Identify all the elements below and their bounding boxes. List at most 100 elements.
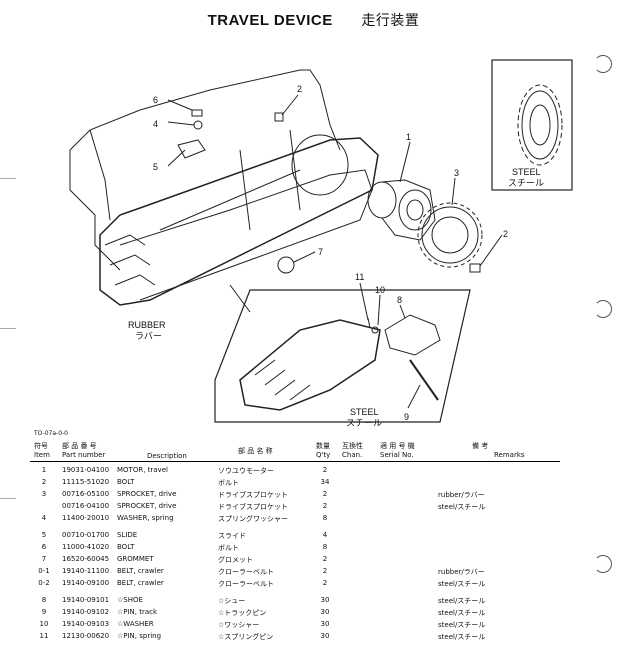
margin-mark (0, 498, 16, 499)
cell-remarks: rubber/ラバー (438, 491, 485, 499)
callout: 7 (318, 247, 323, 257)
cell-jp: クローラーベルト (218, 568, 274, 576)
table-row: 8 19140-09101 ☆SHOE ☆シュー 30 steel/スチール (0, 596, 627, 606)
cell-jp: スプリングワッシャー (218, 515, 288, 523)
cell-qty: 8 (322, 543, 328, 551)
callout: 10 (375, 285, 385, 295)
shoe-part (384, 314, 441, 356)
cell-desc: ☆WASHER (117, 620, 154, 628)
cell-jp: ボルト (218, 479, 239, 487)
header-divider (30, 461, 560, 462)
cell-jp: ☆トラックピン (218, 609, 267, 617)
cell-qty: 2 (322, 579, 328, 587)
cell-desc: ☆PIN, track (117, 608, 158, 616)
table-row: 9 19140-09102 ☆PIN, track ☆トラックピン 30 steel/スチ… (0, 608, 627, 618)
cell-part: 12130-00620 (62, 632, 110, 640)
cell-qty: 2 (322, 555, 328, 563)
cell-desc: ☆PIN, spring (117, 632, 162, 640)
cell-item: 2 (41, 478, 47, 486)
cell-qty: 2 (322, 567, 328, 575)
track-pin (409, 359, 439, 401)
cell-qty: 8 (322, 514, 328, 522)
table-row: 7 16520-60045 GROMMET グロメット 2 (0, 555, 627, 565)
callout: 2 (503, 229, 508, 239)
cell-part: 11115-51020 (62, 478, 110, 486)
title-jp: 走行装置 (361, 13, 420, 29)
callout: 3 (454, 168, 459, 178)
cell-desc: BELT, crawler (117, 579, 164, 587)
steel-track-box (214, 289, 471, 423)
callout: 6 (153, 95, 158, 105)
cell-item: 11 (39, 632, 49, 640)
label-rubber-en: RUBBER (128, 320, 166, 330)
label-rubber-jp: ラバー (135, 331, 162, 342)
cell-qty: 30 (320, 608, 330, 616)
header-name-jp: 部 品 名 称 (238, 447, 273, 455)
cell-part: 19140-09101 (62, 596, 110, 604)
cell-jp: ☆シュー (218, 597, 246, 605)
cell-remarks: steel/スチール (438, 597, 486, 605)
cell-item: 3 (41, 490, 47, 498)
callout: 1 (406, 132, 411, 142)
cell-desc: BELT, crawler (117, 567, 164, 575)
cell-remarks: steel/スチール (438, 609, 486, 617)
sprocket-steel (491, 59, 573, 191)
cell-jp: クローラーベルト (218, 580, 274, 588)
cell-item: 0-2 (38, 579, 50, 587)
callout: 9 (404, 412, 409, 422)
cell-desc: MOTOR, travel (117, 466, 168, 474)
margin-mark (0, 328, 16, 329)
cell-qty: 34 (320, 478, 330, 486)
cell-desc: GROMMET (117, 555, 154, 563)
label-steel-top-en: STEEL (512, 167, 541, 177)
cell-jp: ☆ワッシャー (218, 621, 260, 629)
cell-jp: ソウユウモーター (218, 467, 274, 475)
cell-jp: グロメット (218, 556, 253, 564)
cell-jp: ドライブスプロケット (218, 491, 288, 499)
cell-desc: WASHER, spring (117, 514, 174, 522)
cell-part: 19140-09100 (62, 579, 110, 587)
cell-desc: BOLT (117, 543, 135, 551)
cell-desc: SPROCKET, drive (117, 490, 177, 498)
steel-track (239, 319, 381, 411)
cell-jp: ボルト (218, 544, 239, 552)
label-steel-top-jp: スチール (508, 178, 544, 189)
cell-part: 19140-09102 (62, 608, 110, 616)
cell-item: 0-1 (38, 567, 50, 575)
callout: 11 (355, 272, 364, 282)
cell-item: 5 (41, 531, 47, 539)
cell-part: 16520-60045 (62, 555, 110, 563)
cell-qty: 30 (320, 596, 330, 604)
cell-item: 8 (41, 596, 47, 604)
machine-frame (69, 69, 341, 151)
crawler-frame (119, 169, 373, 301)
title-en: TRAVEL DEVICE (207, 12, 333, 29)
cell-item: 9 (41, 608, 47, 616)
cell-jp: ☆スプリングピン (218, 633, 274, 641)
cell-jp: ドライブスプロケット (218, 503, 288, 511)
page-title: TRAVEL DEVICE 走行装置 (0, 10, 627, 30)
cell-desc: SPROCKET, drive (117, 502, 177, 510)
callout: 4 (153, 119, 158, 129)
cell-remarks: steel/スチール (438, 503, 486, 511)
callout: 2 (297, 84, 302, 94)
cell-remarks: rubber/ラバー (438, 568, 485, 576)
cell-desc: ☆SHOE (117, 596, 143, 604)
cell-item: 7 (41, 555, 47, 563)
cell-part: 19031-04100 (62, 466, 110, 474)
binder-hole (594, 300, 612, 318)
margin-mark (0, 178, 16, 179)
cell-part: 00716-05100 (62, 490, 110, 498)
